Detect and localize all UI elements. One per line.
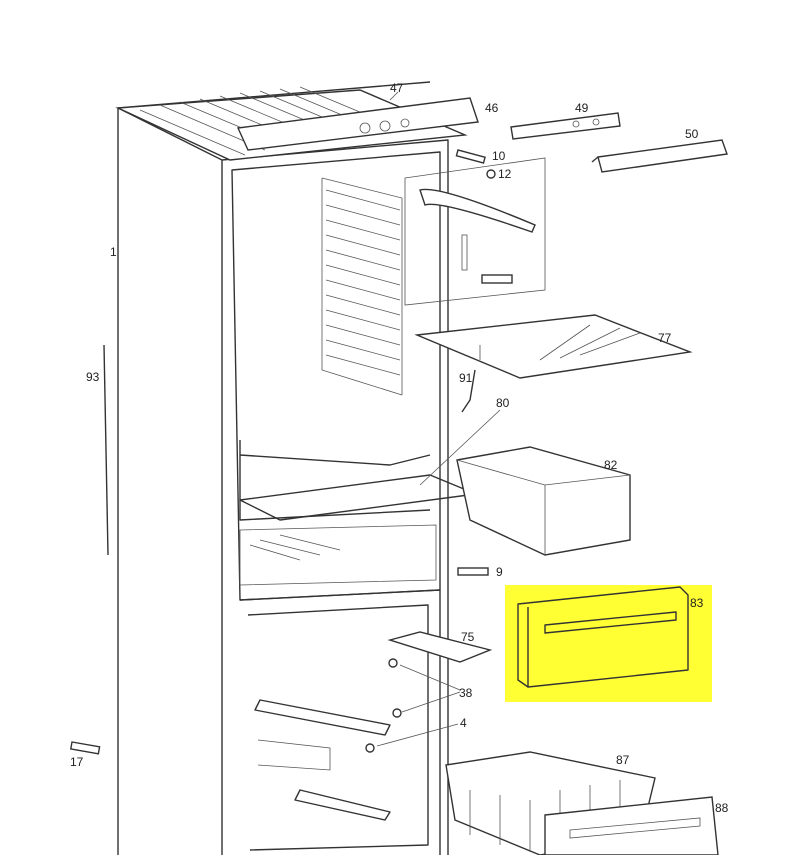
label-93: 93 xyxy=(86,370,100,384)
cabinet-body xyxy=(117,81,477,855)
label-46: 46 xyxy=(485,101,499,115)
thermostat-group xyxy=(404,157,546,306)
part-82-crisper xyxy=(456,446,631,556)
part-9 xyxy=(457,567,489,576)
label-77: 77 xyxy=(658,331,672,345)
part-17 xyxy=(69,741,101,755)
part-88-drawer-front xyxy=(544,796,719,855)
part-83-crisper-front-highlighted xyxy=(505,585,712,702)
label-83: 83 xyxy=(690,596,704,610)
fasteners-38-4 xyxy=(365,658,461,753)
label-50: 50 xyxy=(685,127,699,141)
label-49: 49 xyxy=(575,101,589,115)
label-10: 10 xyxy=(492,149,506,163)
label-75: 75 xyxy=(461,630,475,644)
label-38: 38 xyxy=(459,686,473,700)
label-4: 4 xyxy=(460,716,467,730)
part-49 xyxy=(510,112,621,140)
highlight xyxy=(505,585,712,702)
part-labels: 47 46 49 50 10 12 1 93 77 91 80 82 9 83 … xyxy=(70,81,729,815)
label-88: 88 xyxy=(715,801,729,815)
label-80: 80 xyxy=(496,396,510,410)
part-10 xyxy=(455,149,486,164)
part-75-ice-tray xyxy=(387,631,493,663)
part-50 xyxy=(591,139,728,173)
label-91: 91 xyxy=(459,371,473,385)
label-17: 17 xyxy=(70,755,84,769)
top-panel xyxy=(115,86,479,161)
part-12 xyxy=(486,169,496,179)
label-87: 87 xyxy=(616,753,630,767)
part-77-glass-shelf xyxy=(414,314,693,379)
label-9: 9 xyxy=(496,565,503,579)
label-82: 82 xyxy=(604,458,618,472)
label-1: 1 xyxy=(110,245,117,259)
part-93-seal xyxy=(103,344,109,556)
part-91 xyxy=(461,369,476,413)
label-47: 47 xyxy=(390,81,404,95)
label-12: 12 xyxy=(498,167,512,181)
